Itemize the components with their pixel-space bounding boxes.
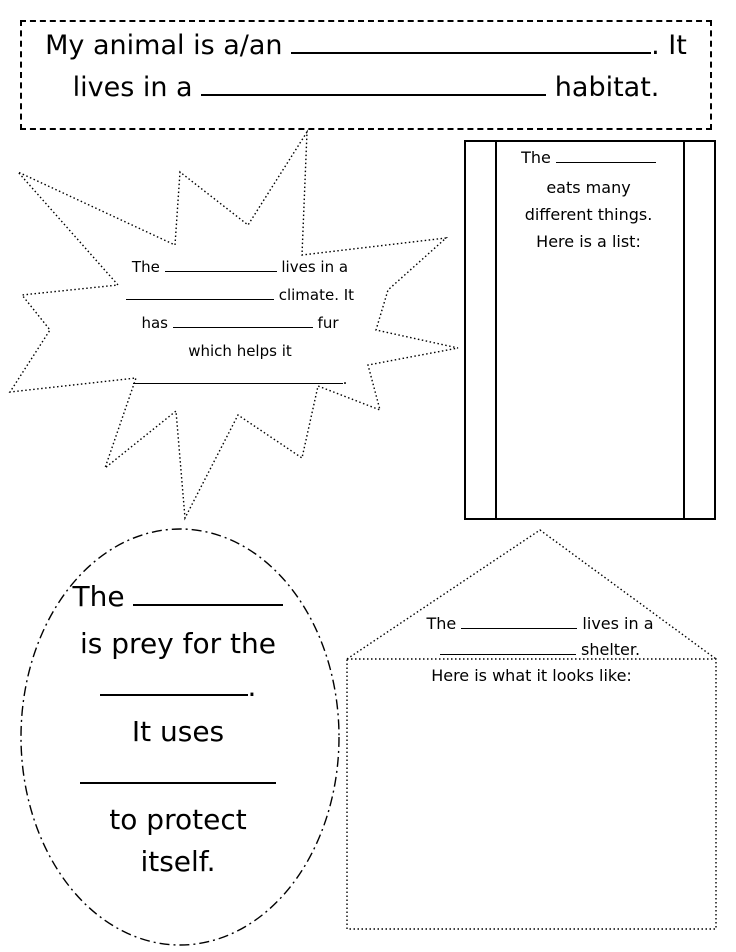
fur-blank[interactable] — [172, 327, 313, 328]
defense-blank[interactable] — [80, 782, 276, 784]
header-line-2: lives in a habitat. — [20, 72, 712, 103]
house-text-shelter: shelter. — [581, 640, 641, 659]
oval-line-5 — [28, 758, 328, 791]
prey-oval-outline — [20, 528, 340, 946]
house-roof — [346, 529, 717, 660]
star-text-lives: lives in a — [281, 258, 349, 276]
house-body — [346, 658, 717, 930]
oval-line-7: itself. — [140, 845, 216, 878]
header-text-it: . It — [651, 30, 687, 61]
food-line-2: eats many — [546, 178, 631, 197]
oval-line-2: is prey for the — [80, 627, 276, 660]
predator-blank[interactable] — [99, 694, 248, 696]
house-text-the: The — [426, 614, 457, 633]
header-text-lives: lives in a — [72, 72, 193, 103]
header-text-habitat: habitat. — [554, 72, 660, 103]
star-line-4: which helps it — [80, 342, 400, 360]
oval-line-4: It uses — [131, 715, 225, 748]
food-line-4: Here is a list: — [536, 232, 641, 251]
oval-line-6: to protect — [109, 803, 247, 836]
oval-animal-blank[interactable] — [133, 604, 284, 606]
food-text-the: The — [521, 148, 551, 167]
header-box — [20, 20, 712, 130]
star-line-1: The lives in a — [80, 258, 400, 276]
star-line-3: has fur — [80, 314, 400, 332]
fur-purpose-blank[interactable] — [132, 383, 343, 384]
oval-text-period: . — [247, 670, 257, 703]
house-line-2: shelter. — [380, 640, 700, 659]
star-text-period: . — [342, 370, 348, 388]
climate-blank[interactable] — [125, 299, 274, 300]
house-text-lives: lives in a — [582, 614, 654, 633]
star-text-the: The — [131, 258, 160, 276]
oval-line-3: . — [28, 670, 328, 703]
house-line-3: Here is what it looks like: — [431, 666, 632, 685]
star-text-climate: climate. It — [278, 286, 355, 304]
star-text-helps: which helps it — [188, 342, 292, 360]
food-animal-blank[interactable] — [555, 162, 656, 163]
oval-text-the: The — [72, 580, 125, 613]
house-line-1: The lives in a — [380, 614, 700, 633]
house-animal-blank[interactable] — [461, 628, 578, 629]
food-line-1: The — [496, 148, 681, 167]
star-line-5: . — [80, 370, 400, 388]
header-line-1: My animal is a/an . It — [20, 30, 712, 61]
star-line-2: climate. It — [80, 286, 400, 304]
star-animal-blank[interactable] — [164, 271, 277, 272]
habitat-blank[interactable] — [201, 94, 547, 96]
star-text-has: has — [141, 314, 168, 332]
animal-blank[interactable] — [291, 52, 652, 54]
header-text-animal: My animal is a/an — [45, 30, 283, 61]
food-line-3: different things. — [524, 205, 653, 224]
star-text-fur: fur — [317, 314, 339, 332]
food-list-frame — [464, 140, 716, 520]
oval-line-1: The — [28, 580, 328, 613]
shelter-blank[interactable] — [439, 654, 576, 655]
